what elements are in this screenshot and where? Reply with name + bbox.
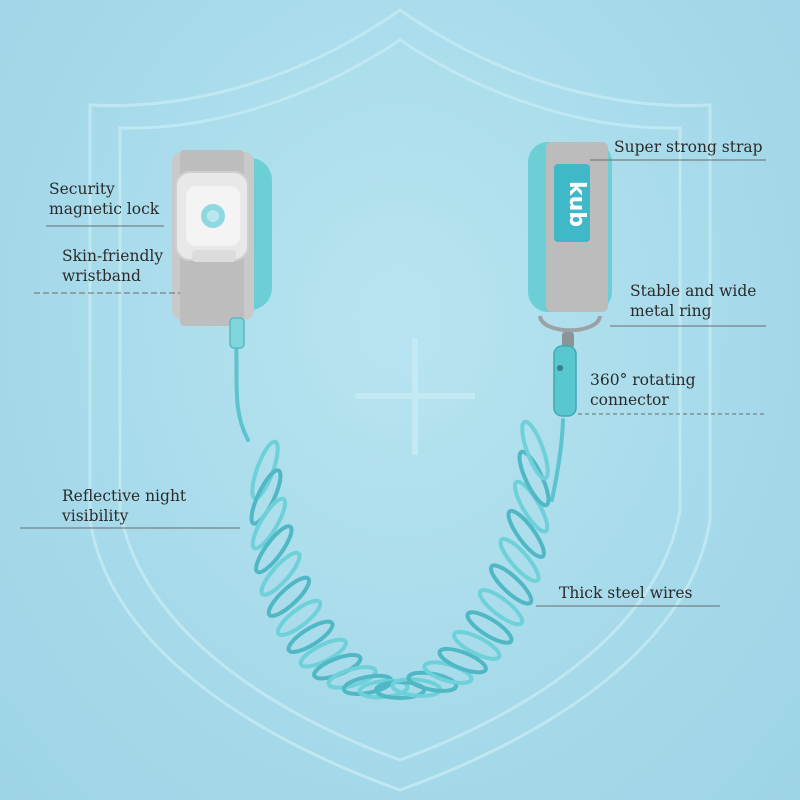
coil-loop — [286, 619, 335, 655]
label-metal-ring: Stable and wide metal ring — [630, 281, 756, 321]
label-line: 360° rotating — [590, 371, 696, 389]
coil-loop — [477, 587, 525, 627]
left-wristband — [172, 150, 272, 349]
label-steel-wires: Thick steel wires — [559, 583, 692, 603]
coil-loop — [275, 598, 323, 638]
label-skin-wristband: Skin-friendly wristband — [62, 246, 163, 286]
label-line: Thick steel wires — [559, 584, 693, 602]
coil-loop — [498, 536, 541, 584]
label-line: magnetic lock — [49, 200, 160, 218]
label-line: Skin-friendly — [62, 247, 164, 265]
coil-loops — [249, 419, 551, 700]
plus-watermark — [355, 338, 475, 455]
coiled-cord — [234, 338, 565, 700]
label-line: Super strong strap — [614, 138, 763, 156]
coil-loop — [254, 524, 294, 575]
coil-loop — [326, 665, 378, 690]
label-rotating-connector: 360° rotating connector — [590, 370, 696, 410]
label-line: metal ring — [630, 302, 712, 320]
coil-loop — [452, 629, 502, 661]
coil-loop — [250, 496, 288, 551]
brand-logo: kub — [564, 181, 589, 227]
label-reflective: Reflective night visibility — [62, 486, 186, 526]
coil-loop — [298, 637, 348, 669]
label-line: connector — [590, 391, 669, 409]
label-strong-strap: Super strong strap — [614, 137, 763, 157]
shield-watermark — [88, 8, 712, 792]
coil-loop — [437, 646, 488, 675]
coil-loop — [520, 419, 550, 481]
coil-loop — [259, 550, 302, 597]
label-line: wristband — [62, 267, 141, 285]
right-wristband: kub — [528, 142, 612, 417]
coil-loop — [249, 468, 283, 526]
coil-loop — [506, 508, 546, 559]
coil-loop — [488, 563, 534, 606]
coil-loop — [266, 575, 312, 618]
label-security-lock: Security magnetic lock — [49, 179, 159, 219]
label-line: visibility — [62, 507, 129, 525]
label-line: Security — [49, 180, 115, 198]
label-line: Stable and wide — [630, 282, 757, 300]
coil-loop — [465, 610, 514, 645]
label-line: Reflective night — [62, 487, 187, 505]
